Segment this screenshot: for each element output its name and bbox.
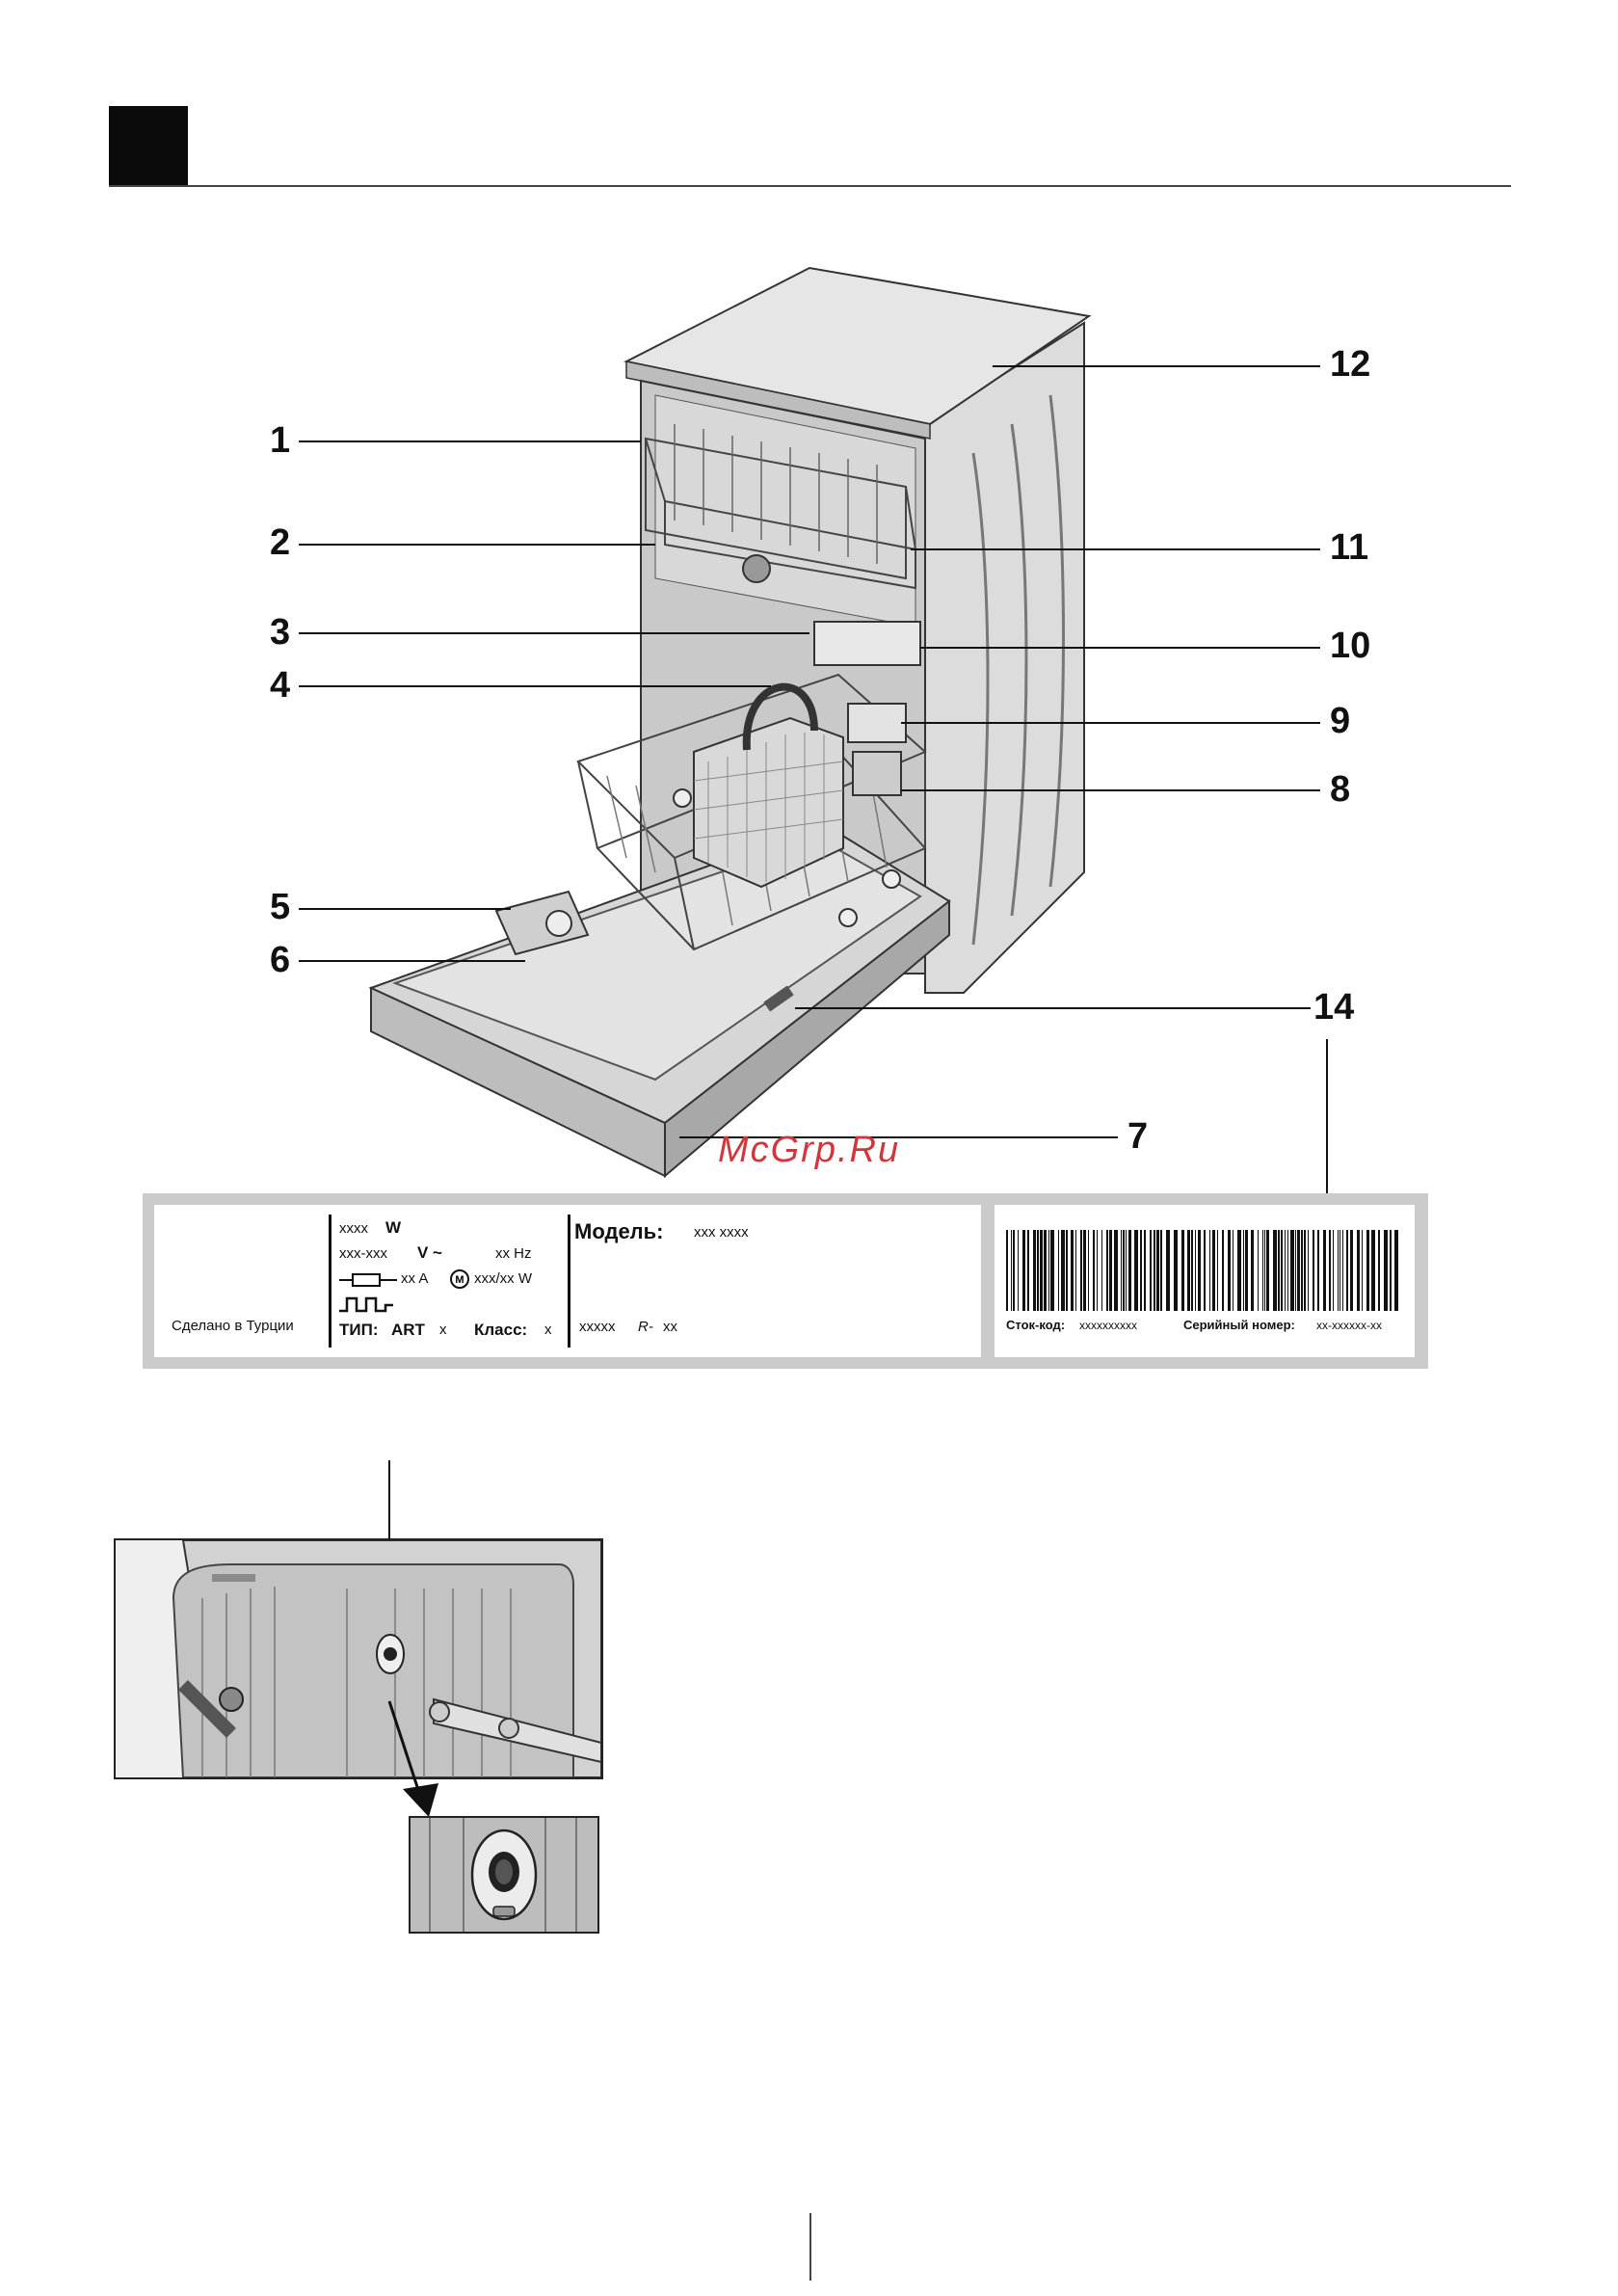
plug-detail-illustration xyxy=(411,1818,597,1932)
page-fold-line xyxy=(809,2213,811,2281)
plug-detail-inset xyxy=(409,1816,599,1934)
